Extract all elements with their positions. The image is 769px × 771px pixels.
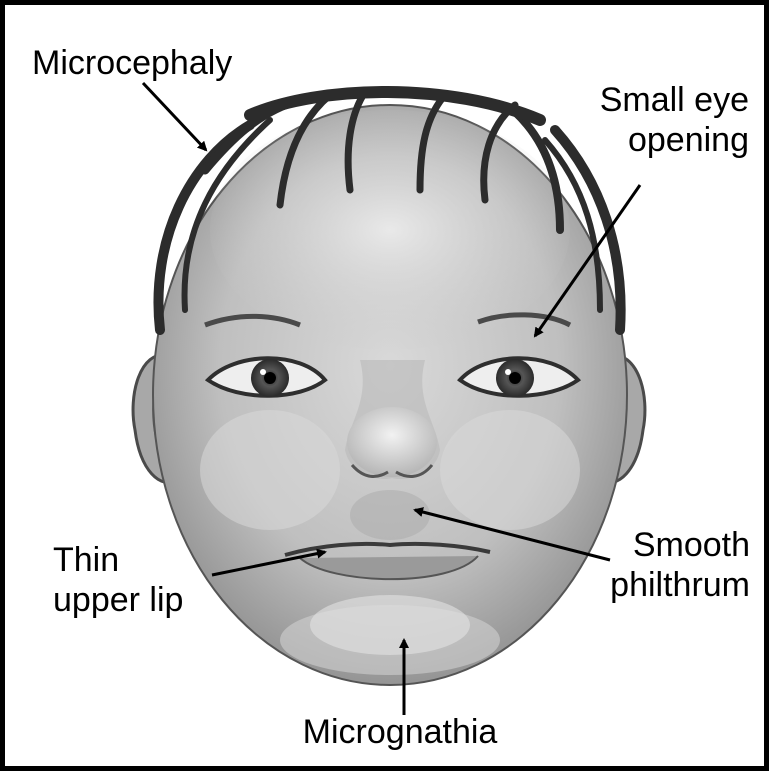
label-thin-lip-line1: Thin bbox=[53, 540, 183, 580]
philtrum bbox=[350, 490, 430, 540]
label-microcephaly: Microcephaly bbox=[32, 43, 232, 83]
label-small-eye-line2: opening bbox=[548, 120, 749, 160]
chin bbox=[310, 595, 470, 655]
label-smooth-line1: Smooth bbox=[560, 525, 750, 565]
label-thin-lip-line2: upper lip bbox=[53, 580, 183, 620]
label-thin-upper-lip: Thin upper lip bbox=[53, 540, 183, 620]
label-small-eye-opening: Small eye opening bbox=[548, 80, 749, 160]
label-small-eye-line1: Small eye bbox=[548, 80, 749, 120]
label-smooth-philthrum: Smooth philthrum bbox=[560, 525, 750, 605]
arrow-microcephaly bbox=[143, 83, 206, 150]
label-smooth-line2: philthrum bbox=[560, 565, 750, 605]
label-micrognathia: Micrognathia bbox=[250, 712, 550, 752]
